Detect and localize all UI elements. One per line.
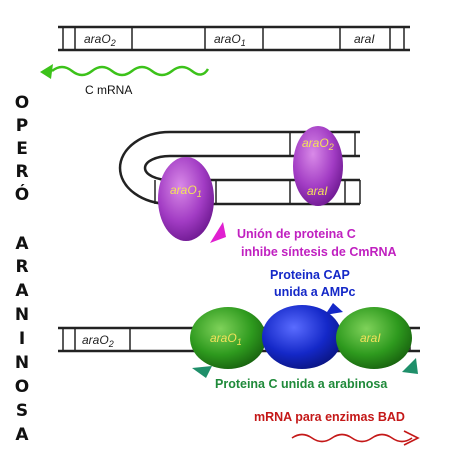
- top-araO2-label: araO2: [84, 32, 116, 48]
- side-letter: R: [15, 257, 28, 277]
- bottom-araI-label: araI: [360, 331, 381, 345]
- top-araI-label: araI: [354, 32, 375, 46]
- side-letter: N: [15, 353, 29, 373]
- cap-protein: [262, 305, 342, 369]
- protein-c-pointer-right: [402, 358, 418, 374]
- protein-c-arabinose-araO1: [190, 307, 266, 369]
- side-letter: A: [15, 281, 29, 301]
- protein-c-pointer-left: [192, 366, 212, 378]
- loop-araO1-label: araO1: [170, 183, 202, 199]
- cap-pointer: [325, 303, 343, 315]
- side-letter: R: [15, 162, 28, 182]
- loop-araI-label: araI: [307, 184, 328, 198]
- side-letter: A: [15, 234, 29, 254]
- side-letter: E: [16, 139, 28, 159]
- side-letter: O: [15, 93, 29, 113]
- union-pointer: [210, 222, 226, 243]
- top-araO1-label: araO1: [214, 32, 246, 48]
- side-title-top: O P E R Ó: [15, 93, 29, 205]
- union-caption-line1: Unión de proteina C: [237, 227, 356, 241]
- side-letter: Ó: [15, 183, 29, 205]
- bottom-araO1-label: araO1: [210, 331, 242, 347]
- protein-c-caption: Proteina C unida a arabinosa: [215, 377, 388, 391]
- cap-caption-line1: Proteina CAP: [270, 268, 350, 282]
- loop-araO2-label: araO2: [302, 136, 334, 152]
- cap-caption-line2: unida a AMPc: [274, 285, 356, 299]
- side-letter: P: [16, 116, 28, 136]
- side-letter: S: [16, 401, 28, 421]
- protein-c-araO1: [158, 157, 214, 241]
- mrna-bad-arrow: [291, 430, 420, 446]
- side-letter: N: [15, 305, 29, 325]
- side-letter: A: [15, 425, 29, 445]
- c-mrna-arrow: [40, 64, 210, 79]
- bottom-araO2-label: araO2: [82, 333, 114, 349]
- side-title-bottom: A R A N I N O S A: [15, 234, 30, 445]
- protein-c-araO2-araI: [293, 126, 343, 206]
- union-caption-line2: inhibe síntesis de CmRNA: [241, 245, 397, 259]
- edge-fade: [434, 0, 450, 468]
- mrna-bad-caption: mRNA para enzimas BAD: [254, 410, 405, 424]
- side-letter: O: [15, 377, 29, 397]
- c-mrna-label: C mRNA: [85, 83, 132, 97]
- protein-c-arabinose-araI: [336, 307, 412, 369]
- side-letter: I: [19, 329, 25, 349]
- top-dna-strip: araO2 araO1 araI: [58, 25, 410, 52]
